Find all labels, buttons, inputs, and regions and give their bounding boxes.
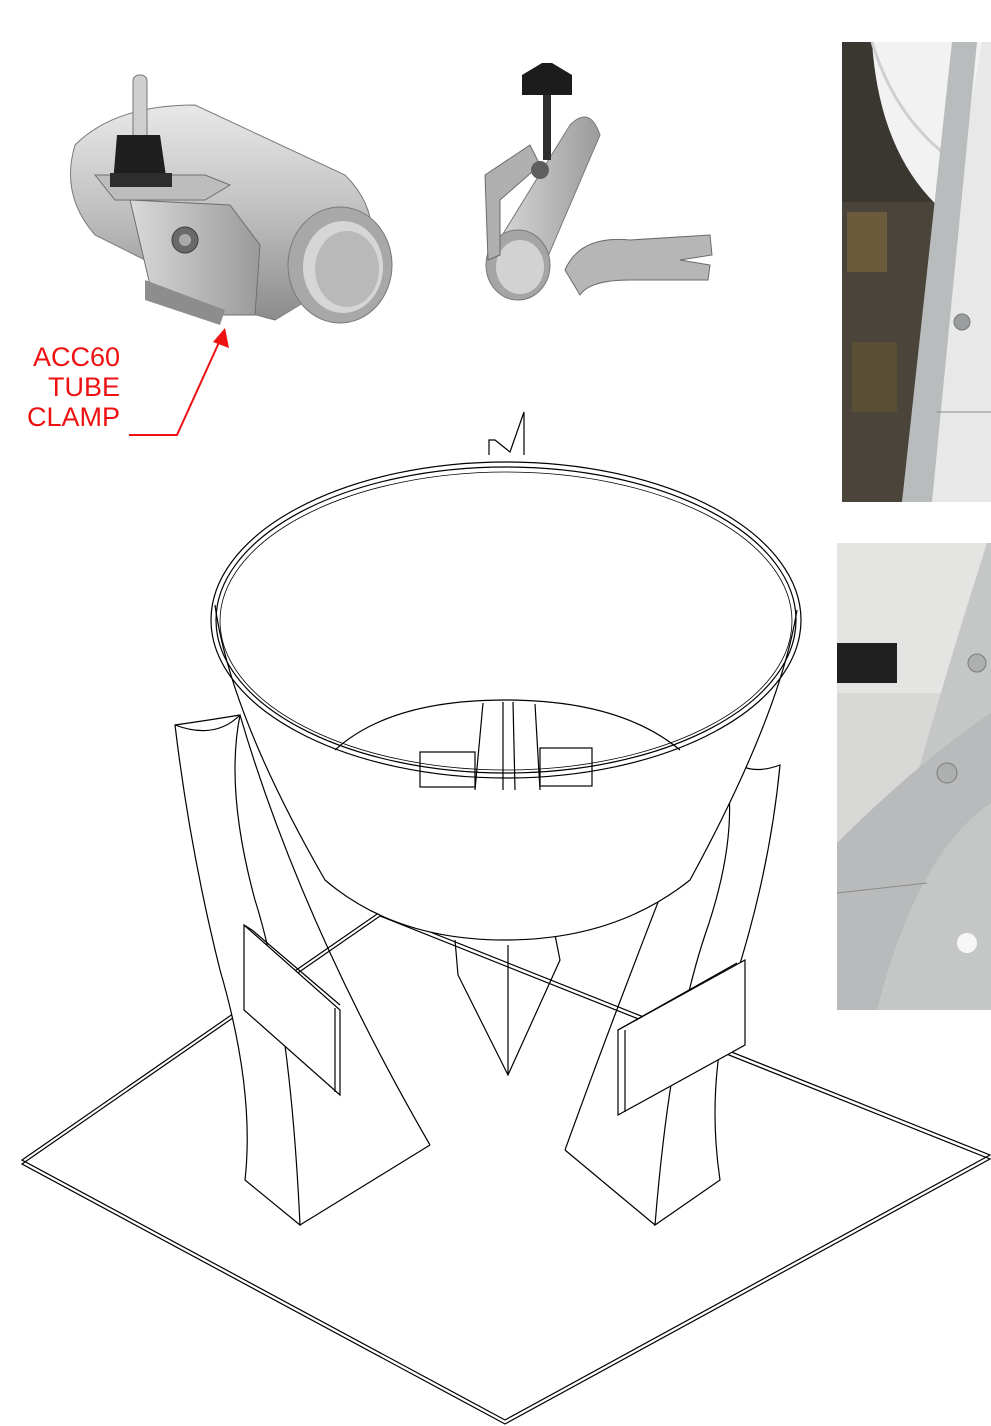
callout-line-2: TUBE [47,372,120,402]
frame-photo-bottom [837,543,991,1010]
open-tube-clamp-render [484,63,713,301]
tube-clamp-callout: ACC60 TUBE CLAMP [0,342,120,432]
hanging-sign-frame-assembly [20,411,991,1425]
callout-part-number: ACC60 [32,342,120,372]
callout-line-3: CLAMP [26,402,120,432]
closed-tube-clamp-render [70,74,393,325]
callout-leader-arrow [129,328,229,436]
frame-photo-top [842,42,991,502]
